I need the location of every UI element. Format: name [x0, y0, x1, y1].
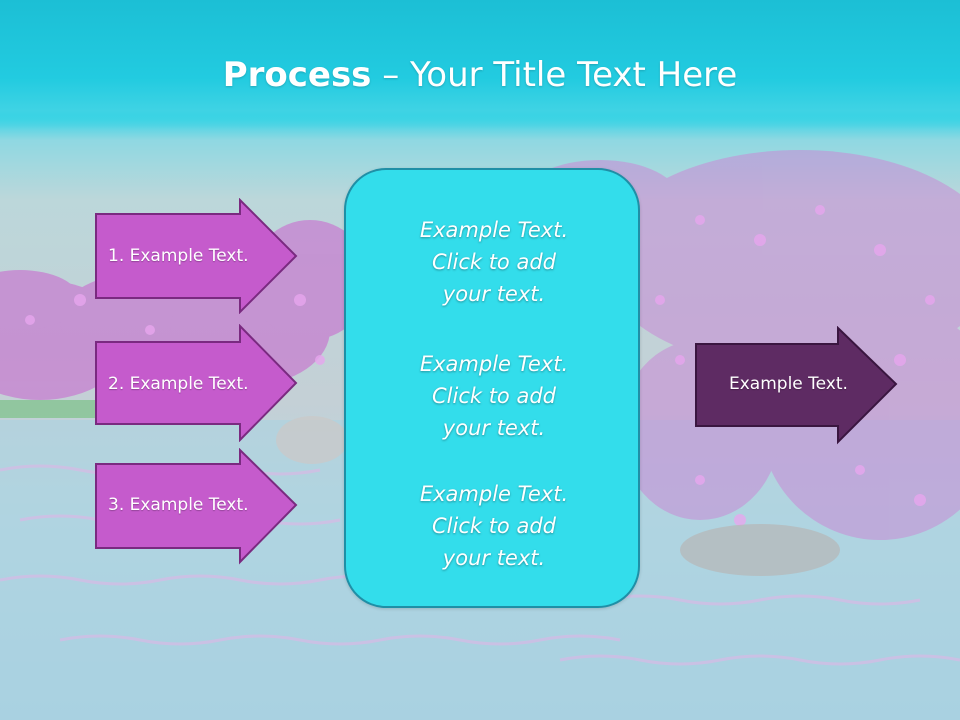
step-label-1: 1. Example Text.	[108, 246, 249, 266]
result-arrow[interactable]	[694, 326, 900, 446]
step-arrow-2[interactable]	[94, 324, 300, 442]
step-arrow-2-shape	[95, 324, 298, 442]
step-label-3: 3. Example Text.	[108, 495, 249, 515]
step-arrow-3-shape	[95, 448, 298, 565]
center-text-box[interactable]: Example Text. Click to add your text. Ex…	[344, 168, 640, 608]
step-label-2: 2. Example Text.	[108, 374, 249, 394]
blossom-specks	[25, 205, 935, 526]
step-arrow-1-shape	[95, 198, 298, 314]
step-arrow-1[interactable]	[94, 198, 300, 314]
result-arrow-shape	[695, 326, 898, 445]
rock-left	[276, 416, 348, 464]
title-bold: Process	[222, 55, 372, 95]
page-title: Process – Your Title Text Here	[0, 52, 960, 98]
result-label: Example Text.	[729, 374, 848, 394]
rock-right	[680, 524, 840, 576]
center-text-2: Example Text. Click to add your text.	[419, 352, 569, 440]
title-rest: – Your Title Text Here	[371, 55, 738, 95]
center-text-3: Example Text. Click to add your text.	[419, 482, 569, 570]
title-bar	[0, 0, 960, 130]
center-text-1: Example Text. Click to add your text.	[419, 218, 569, 306]
step-arrow-3[interactable]	[94, 448, 300, 566]
